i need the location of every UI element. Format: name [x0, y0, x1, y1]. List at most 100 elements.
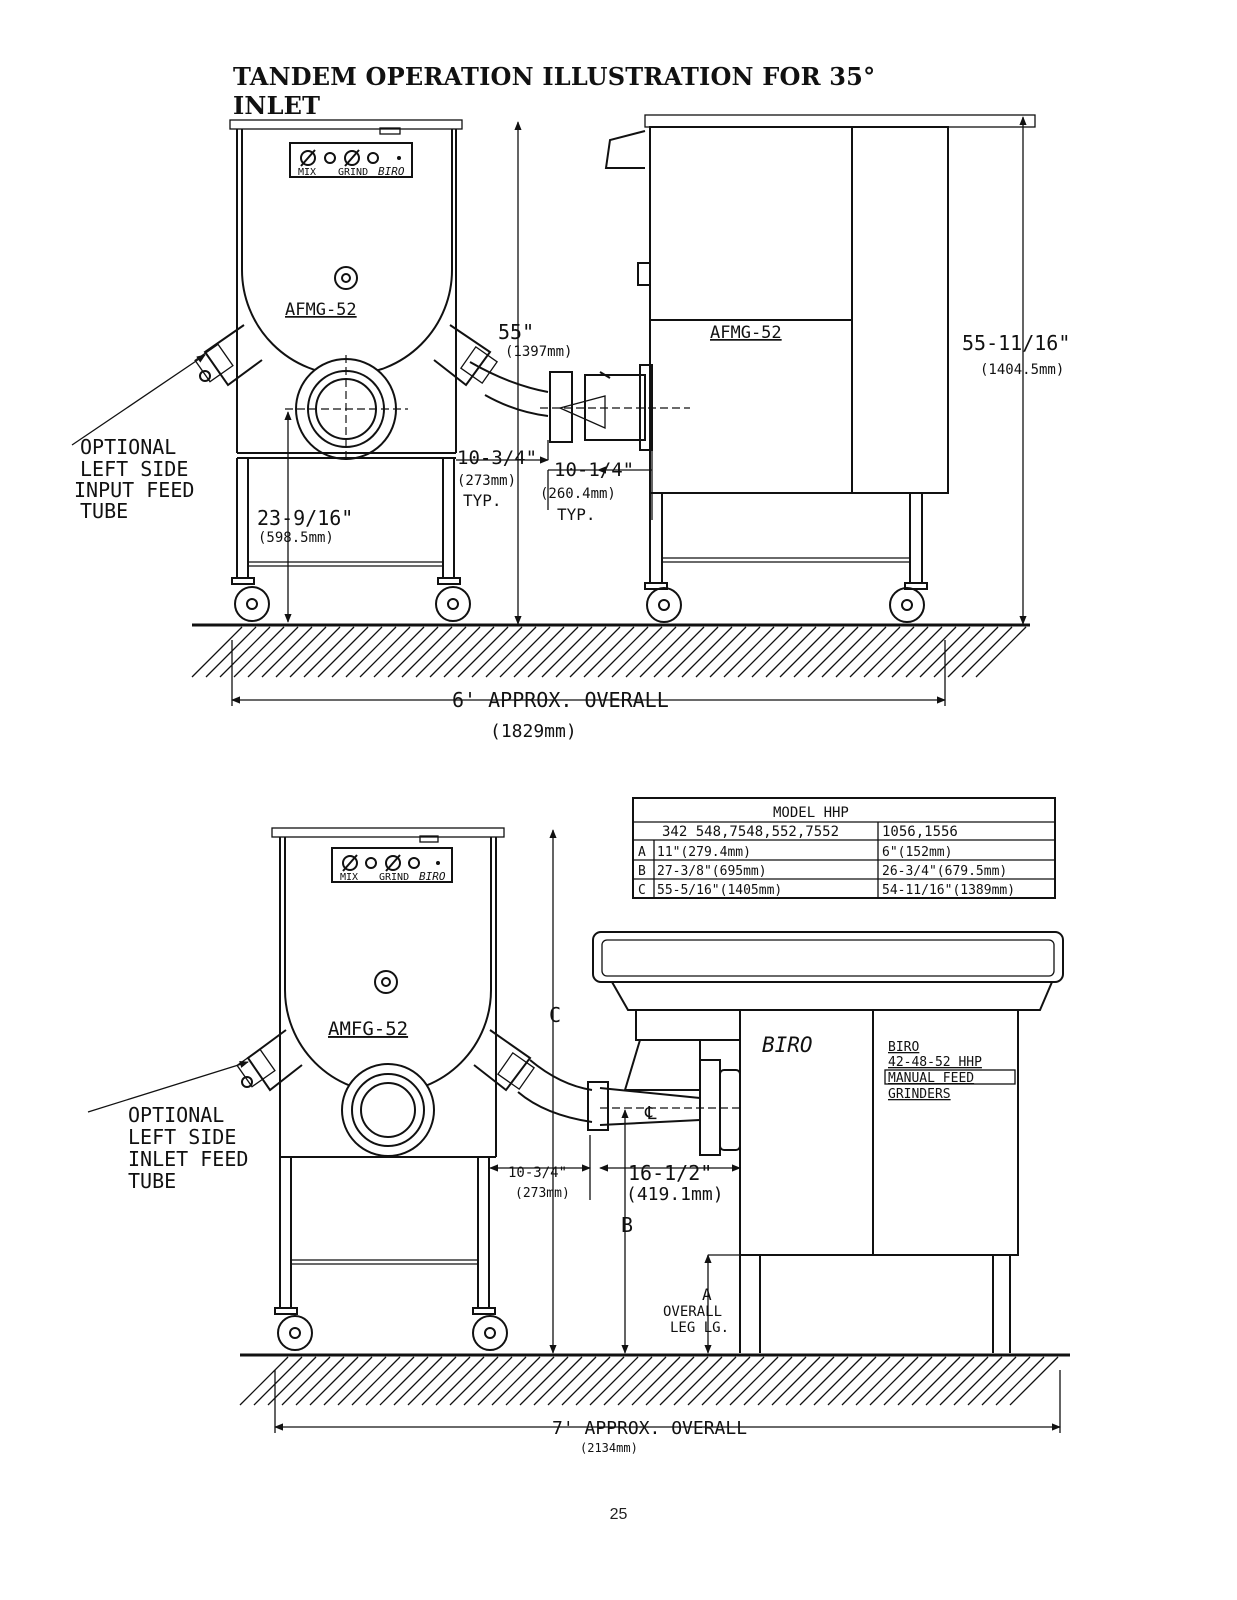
floor-hatch-line	[463, 1356, 513, 1406]
floor-hatch-line	[771, 1356, 821, 1406]
floor-hatch-line	[345, 626, 397, 678]
floor-hatch-line	[911, 1356, 961, 1406]
model-table-row-a-label: A	[638, 845, 646, 860]
floor-hatch-line	[289, 626, 341, 678]
bottom-dim-b: B	[621, 1213, 633, 1237]
top-dim-outlet-mm: (598.5mm)	[258, 530, 334, 546]
floor-hatch-line	[275, 626, 327, 678]
floor-hatch-line	[645, 1356, 695, 1406]
floor-hatch-line	[351, 1356, 401, 1406]
floor-hatch-line	[303, 626, 355, 678]
bottom-dim-c: C	[549, 1003, 561, 1027]
grinder-plate-line-4: GRINDERS	[888, 1087, 951, 1102]
floor-hatch-line	[715, 1356, 765, 1406]
top-dim-offset-b-typ: TYP.	[557, 505, 596, 524]
bottom-dim-offset-b-mm: (419.1mm)	[626, 1184, 724, 1205]
top-dim-offset-a-mm: (273mm)	[457, 473, 516, 489]
floor-hatch-line	[309, 1356, 359, 1406]
floor-hatch-line	[995, 1356, 1045, 1406]
floor-hatch-line	[387, 626, 439, 678]
bottom-callout: OPTIONAL LEFT SIDE INLET FEED TUBE	[87, 1060, 249, 1193]
top-dim-height-mixer-mm: (1397mm)	[505, 344, 572, 360]
floor-hatch-line	[653, 626, 705, 678]
bottom-grinder: BIRO ℄ BIRO 42-48-52 HHP MANUAL FEED GRI…	[587, 931, 1064, 1353]
floor-hatch-line	[415, 626, 467, 678]
floor-hatch-line	[513, 626, 565, 678]
floor-hatch-line	[933, 626, 985, 678]
model-table-col-1: 342 548,7548,552,7552	[662, 824, 839, 840]
floor-hatch-line	[233, 626, 285, 678]
floor-hatch-line	[765, 626, 817, 678]
top-brand-label: BIRO	[378, 165, 405, 178]
floor-hatch-line	[631, 1356, 681, 1406]
floor-hatch-line	[855, 1356, 905, 1406]
floor-hatch-line	[975, 626, 1027, 678]
top-dim-outlet: 23-9/16"	[257, 506, 353, 530]
floor-hatch-line	[281, 1356, 331, 1406]
floor-hatch-line	[491, 1356, 541, 1406]
floor-hatch-line	[267, 1356, 317, 1406]
floor-hatch-line	[961, 626, 1013, 678]
model-table-row-c-label: C	[638, 883, 646, 898]
top-dim-offset-a-typ: TYP.	[463, 491, 502, 510]
floor-hatch-line	[667, 626, 719, 678]
bottom-mixer-label: AMFG-52	[328, 1018, 408, 1040]
floor-hatch-line	[527, 626, 579, 678]
floor-hatch-line	[569, 626, 621, 678]
floor-hatch-line	[723, 626, 775, 678]
floor-hatch-line	[597, 626, 649, 678]
floor-hatch-line	[191, 626, 243, 678]
floor-hatch-line	[897, 1356, 947, 1406]
floor-hatch-line	[533, 1356, 583, 1406]
floor-hatch-line	[863, 626, 915, 678]
floor-hatch-line	[751, 626, 803, 678]
bottom-dimensions: C B A OVERALL LEG LG. 10-3/4" (273mm) 16…	[274, 829, 1061, 1455]
top-callout-line-2: LEFT SIDE	[80, 457, 188, 481]
top-dim-offset-b: 10-1/4"	[554, 459, 634, 481]
floor-hatch-line	[807, 626, 859, 678]
bottom-dim-offset-a-mm: (273mm)	[515, 1186, 570, 1201]
top-floor	[191, 623, 1030, 678]
bottom-dim-a: A	[702, 1285, 712, 1304]
model-table-row-b-label: B	[638, 864, 646, 879]
top-diagram: MIX GRIND BIRO AFMG-52	[71, 114, 1070, 742]
page-number: 25	[609, 1506, 628, 1523]
floor-hatch-line	[261, 626, 313, 678]
floor-hatch-line	[849, 626, 901, 678]
top-mixer: MIX GRIND BIRO AFMG-52	[194, 119, 549, 622]
grinder-plate-line-2: 42-48-52 HHP	[888, 1055, 982, 1070]
bottom-callout-line-1: OPTIONAL	[128, 1103, 224, 1127]
bottom-overall-mm: (2134mm)	[580, 1441, 638, 1455]
floor-hatch-line	[939, 1356, 989, 1406]
bottom-floor	[239, 1353, 1070, 1406]
top-control-panel: MIX GRIND BIRO	[289, 142, 413, 178]
bottom-callout-line-3: INLET FEED	[128, 1147, 248, 1171]
floor-hatch-line	[583, 626, 635, 678]
floor-hatch-line	[401, 626, 453, 678]
floor-hatch-line	[877, 626, 929, 678]
floor-hatch-line	[743, 1356, 793, 1406]
floor-hatch-line	[421, 1356, 471, 1406]
floor-hatch-line	[499, 626, 551, 678]
floor-hatch-line	[505, 1356, 555, 1406]
top-callout-line-4: TUBE	[80, 499, 128, 523]
floor-hatch-line	[519, 1356, 569, 1406]
floor-hatch-line	[617, 1356, 667, 1406]
top-callout-line-1: OPTIONAL	[80, 435, 176, 459]
floor-hatch-line	[547, 1356, 597, 1406]
floor-hatch-line	[457, 626, 509, 678]
model-table-row-c-v1: 55-5/16"(1405mm)	[657, 883, 782, 898]
floor-hatch-line	[659, 1356, 709, 1406]
floor-hatch-line	[785, 1356, 835, 1406]
floor-hatch-line	[737, 626, 789, 678]
bottom-grind-label: GRIND	[379, 872, 409, 883]
floor-hatch-line	[295, 1356, 345, 1406]
floor-hatch-line	[841, 1356, 891, 1406]
floor-hatch-line	[905, 626, 957, 678]
floor-hatch-line	[625, 626, 677, 678]
bottom-overall: 7' APPROX. OVERALL	[552, 1418, 747, 1439]
floor-hatch-line	[891, 626, 943, 678]
floor-hatch-line	[443, 626, 495, 678]
top-dim-height-grinder-mm: (1404.5mm)	[980, 362, 1064, 378]
